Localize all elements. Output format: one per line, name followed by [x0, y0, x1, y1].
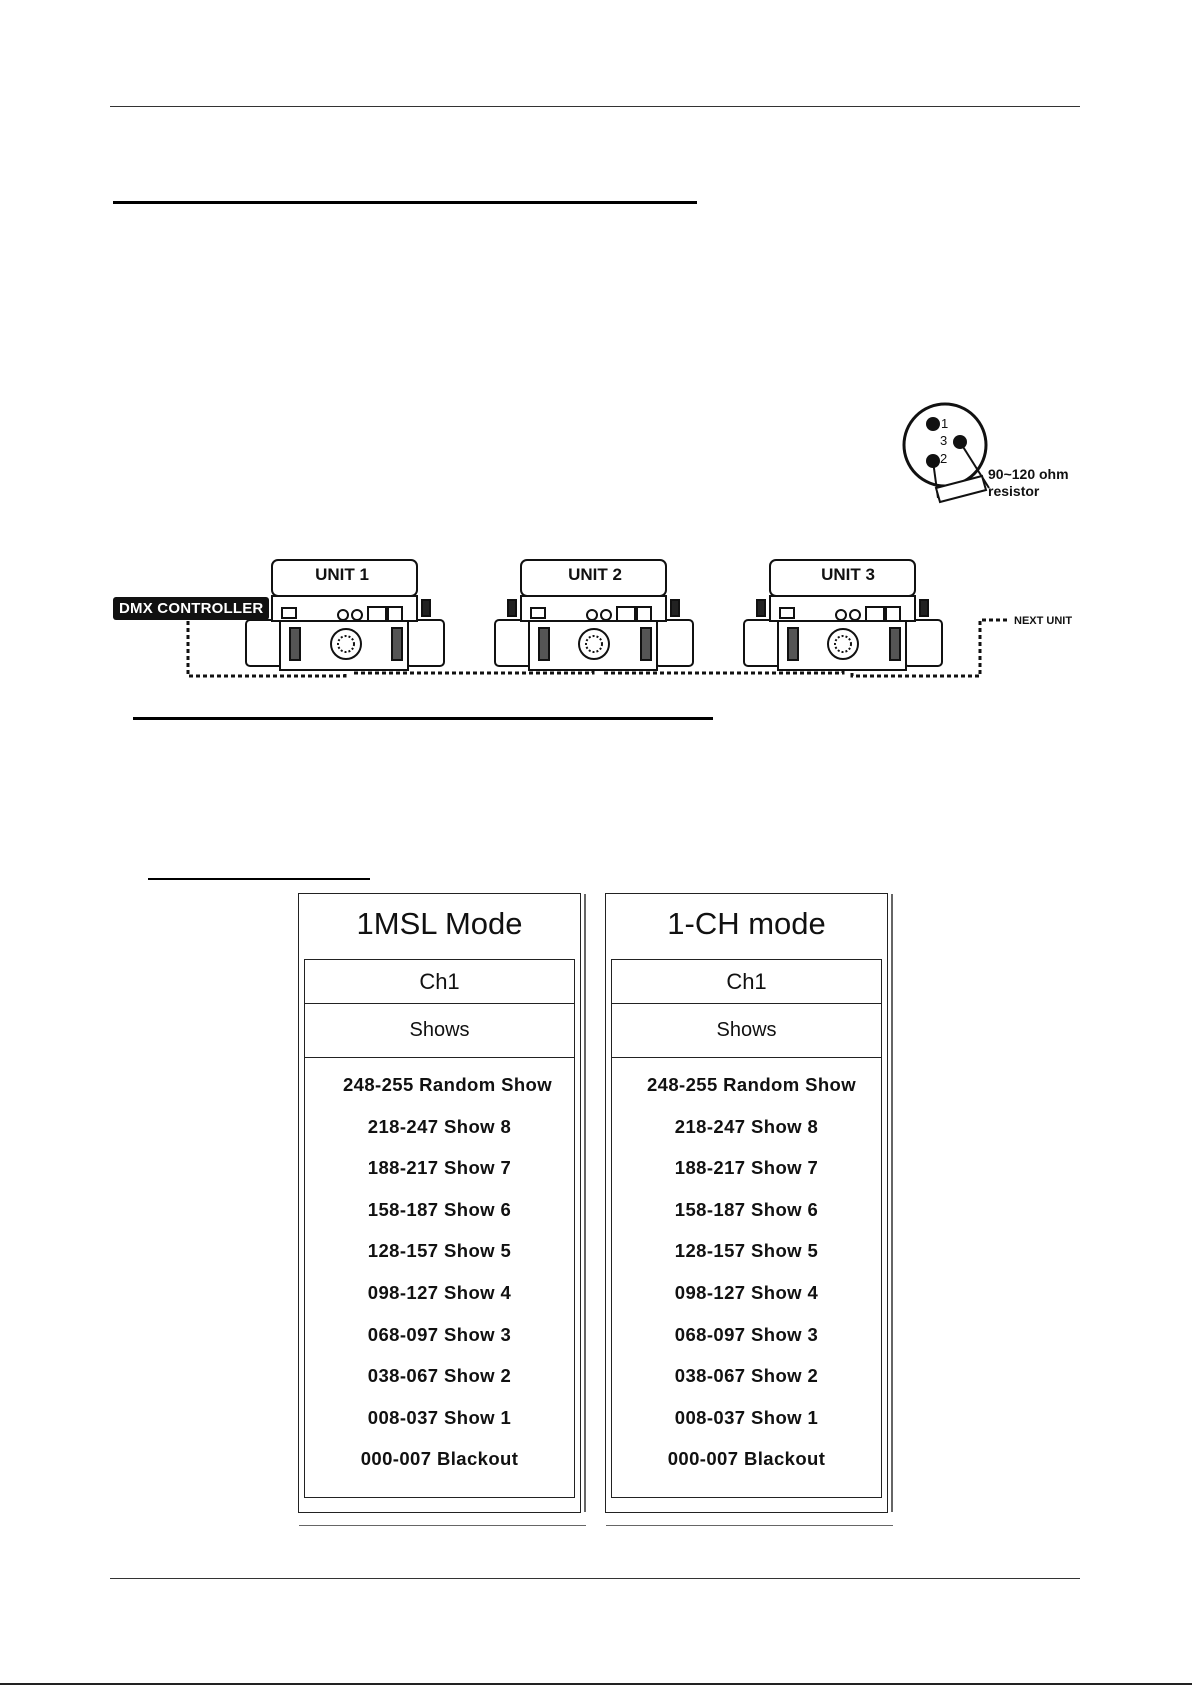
value-row: 188-217 Show 7: [674, 1157, 819, 1179]
mode-table-1msl: 1MSL Mode Ch1 Shows 248-255 Random Show …: [298, 893, 586, 1526]
pin-1-label: 1: [941, 416, 949, 431]
resistor-value-line-1: 90~120 ohm: [988, 466, 1069, 482]
value-row: 248-255 Random Show: [646, 1074, 857, 1095]
value-row: 098-127 Show 4: [674, 1281, 819, 1303]
header-rule: [110, 106, 1080, 107]
value-row: 038-067 Show 2: [674, 1365, 819, 1387]
value-row: 128-157 Show 5: [674, 1240, 819, 1262]
channel-header: Ch1: [305, 960, 574, 1004]
unit-2-label: UNIT 2: [568, 565, 622, 584]
pin-3-label: 3: [940, 433, 948, 448]
resistor-icon: [934, 474, 988, 504]
section-heading-underline-1: [113, 201, 697, 204]
value-row: 158-187 Show 6: [674, 1198, 819, 1220]
mode-title: 1MSL Mode: [356, 906, 523, 941]
mode-title: 1-CH mode: [667, 906, 826, 941]
value-row: 008-037 Show 1: [674, 1406, 819, 1428]
value-row: 000-007 Blackout: [667, 1448, 826, 1470]
channel-table: Ch1 Shows 248-255 Random Show 218-247 Sh…: [611, 959, 882, 1498]
pin-2-label: 2: [940, 451, 948, 466]
function-header: Shows: [305, 1004, 574, 1058]
value-row: 068-097 Show 3: [674, 1323, 819, 1345]
value-row: 158-187 Show 6: [367, 1198, 512, 1220]
value-row: 128-157 Show 5: [367, 1240, 512, 1262]
unit-1-label: UNIT 1: [315, 565, 369, 584]
channel-table: Ch1 Shows 248-255 Random Show 218-247 Sh…: [304, 959, 575, 1498]
resistor-value-line-2: resistor: [988, 483, 1040, 499]
value-list: 248-255 Random Show 218-247 Show 8 188-2…: [612, 1058, 881, 1487]
channel-header: Ch1: [612, 960, 881, 1004]
dmx-controller-label: DMX CONTROLLER: [113, 597, 270, 620]
value-row: 008-037 Show 1: [367, 1406, 512, 1428]
resistor-value-label: 90~120 ohm resistor: [988, 466, 1069, 500]
value-list: 248-255 Random Show 218-247 Show 8 188-2…: [305, 1058, 574, 1487]
unit-3-label: UNIT 3: [821, 565, 875, 584]
value-row: 218-247 Show 8: [674, 1115, 819, 1137]
section-heading-underline-2: [133, 717, 713, 720]
footer-rule: [110, 1578, 1080, 1579]
value-row: 098-127 Show 4: [367, 1281, 512, 1303]
dmx-cable-lines: [186, 618, 1008, 678]
next-unit-label: NEXT UNIT: [1014, 615, 1073, 627]
page-bottom-edge: [0, 1683, 1192, 1685]
value-row: 068-097 Show 3: [367, 1323, 512, 1345]
mode-table-1ch: 1-CH mode Ch1 Shows 248-255 Random Show …: [605, 893, 893, 1526]
value-row: 188-217 Show 7: [367, 1157, 512, 1179]
value-row: 038-067 Show 2: [367, 1365, 512, 1387]
value-row: 218-247 Show 8: [367, 1115, 512, 1137]
function-header: Shows: [612, 1004, 881, 1058]
section-heading-underline-3: [148, 878, 370, 880]
value-row: 000-007 Blackout: [360, 1448, 519, 1470]
value-row: 248-255 Random Show: [342, 1074, 553, 1095]
